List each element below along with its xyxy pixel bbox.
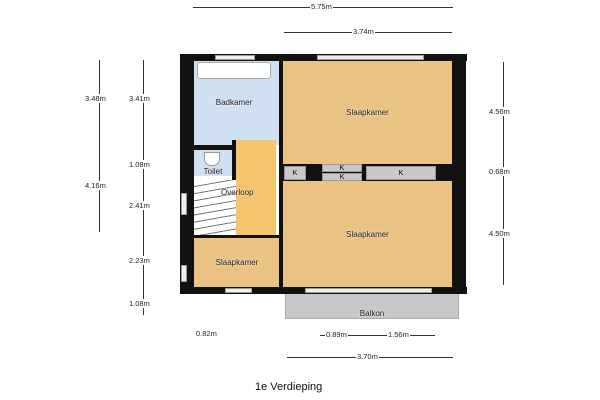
dim-line <box>320 335 435 336</box>
dim-label: 0.68m <box>488 167 511 176</box>
dim-line <box>143 60 144 315</box>
closet: K <box>366 166 436 180</box>
room-label: Slaapkamer <box>346 107 389 117</box>
closet-label: K <box>292 169 298 177</box>
wall-right <box>452 54 466 294</box>
room-slaapkamer-top: Slaapkamer <box>283 60 452 164</box>
dim-label: 4.16m <box>84 181 107 190</box>
room-label: Slaapkamer <box>215 257 259 267</box>
window <box>215 55 255 60</box>
window <box>181 265 187 282</box>
room-label: Badkamer <box>215 98 253 107</box>
dim-label: 1.08m <box>128 299 151 308</box>
wall-center <box>279 54 283 294</box>
window <box>225 288 252 293</box>
dim-label: 4.56m <box>488 107 511 116</box>
staircase <box>194 180 236 235</box>
room-slaapkamer-small: Slaapkamer <box>194 237 280 287</box>
dim-label: 3.48m <box>84 94 107 103</box>
room-slaapkamer-bottom: Slaapkamer <box>283 181 452 287</box>
room-label: Balkon <box>359 309 385 318</box>
balcony-door[interactable] <box>305 288 432 293</box>
window <box>317 55 424 60</box>
closet: K <box>284 166 306 180</box>
closet-label: K <box>398 169 404 177</box>
dim-label: 0.89m <box>325 330 348 339</box>
floor-title: 1e Verdieping <box>255 381 323 393</box>
bathtub <box>197 62 271 79</box>
dim-label: 3.74m <box>352 27 375 36</box>
closet: K <box>322 164 362 172</box>
dim-line <box>99 60 100 232</box>
room-label: Toilet <box>203 167 223 176</box>
dim-label: 2.41m <box>128 201 151 210</box>
room-label: Slaapkamer <box>346 229 389 239</box>
wall-left <box>180 54 194 294</box>
dim-label: 3.41m <box>128 94 151 103</box>
room-label-overloop: Overloop <box>221 188 254 197</box>
dim-label: 1.08m <box>128 160 151 169</box>
dim-label: 3.70m <box>356 352 379 361</box>
closet-label: K <box>339 173 345 181</box>
window <box>181 193 187 215</box>
closet-label: K <box>339 164 345 172</box>
dim-label: 2.23m <box>128 256 151 265</box>
dim-label: 4.50m <box>488 229 511 238</box>
wall-toilet-right <box>232 140 236 180</box>
dim-label: 1.56m <box>387 330 410 339</box>
closet: K <box>322 173 362 181</box>
toilet-bowl <box>204 152 220 166</box>
balkon: Balkon <box>285 293 459 319</box>
room-overloop <box>236 140 276 236</box>
dim-label: 0.82m <box>195 329 218 338</box>
wall-stair-bottom <box>188 235 280 238</box>
wall-bath-bottom <box>188 145 236 150</box>
dim-label: 5.75m <box>310 2 333 11</box>
